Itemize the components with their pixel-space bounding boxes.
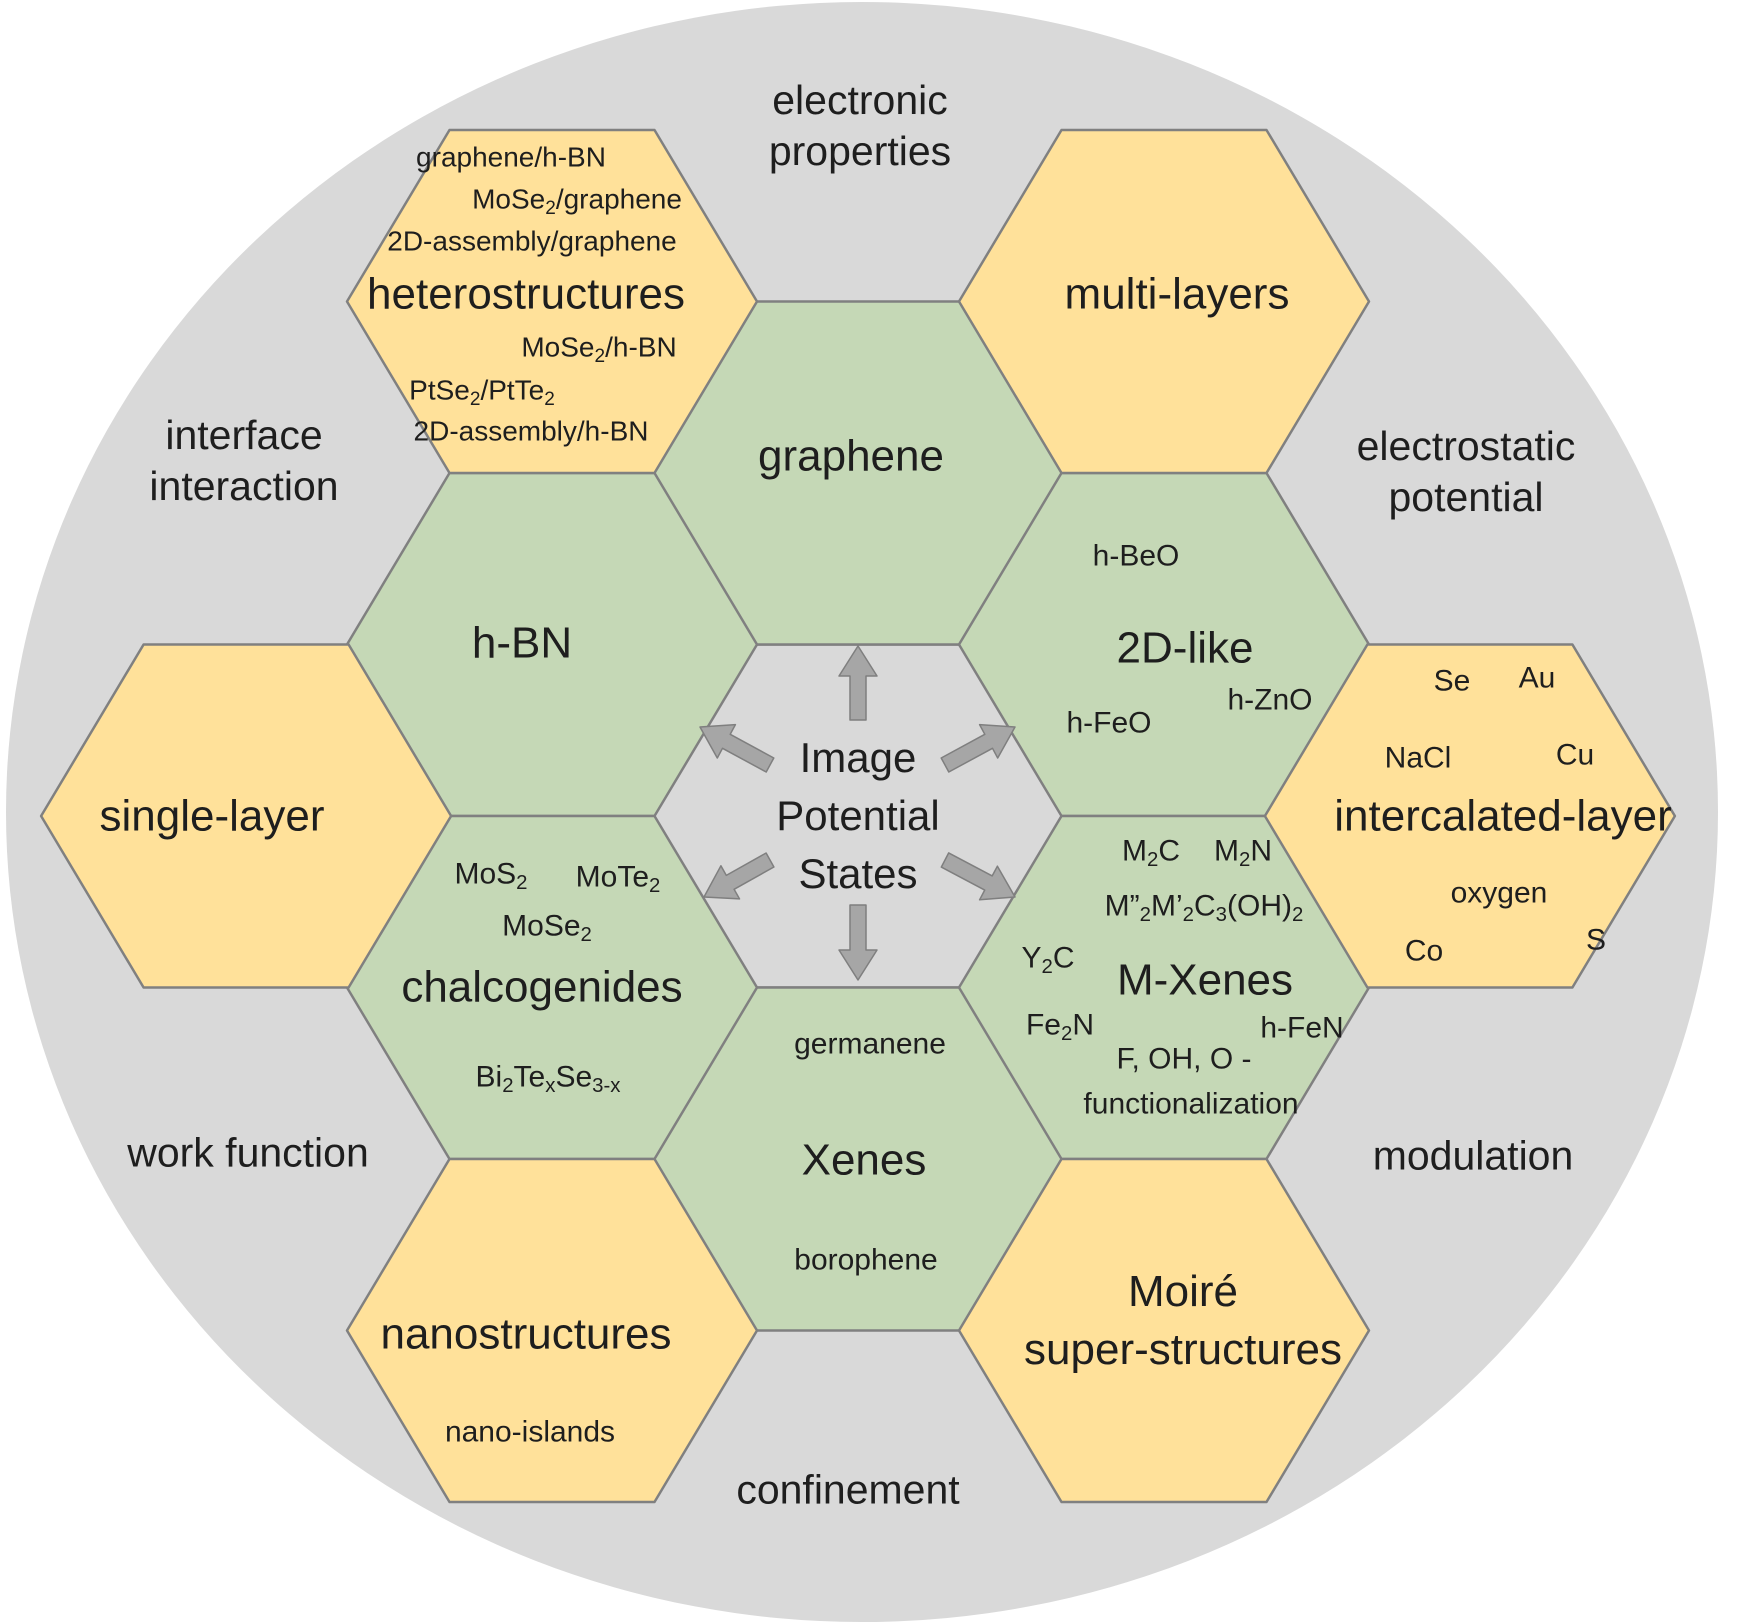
arrow-upper-left: [699, 723, 775, 773]
xenes-item-borophene: borophene: [794, 1243, 938, 1277]
mxene-item-m2c: M2C: [1121, 834, 1181, 871]
hex-multi-layers: [957, 128, 1371, 475]
intercalated-item-nacl: NaCl: [1384, 741, 1452, 775]
mxene-func-line2: functionalization: [1083, 1087, 1299, 1121]
hexagon-layer: [39, 128, 1677, 1504]
chalcogenide-item-mote2: MoTe2: [575, 860, 661, 897]
hetero-item-assembly-hbn: 2D-assembly/h-BN: [413, 415, 649, 447]
hex-single-layer: [39, 643, 453, 989]
intercalated-item-s: S: [1585, 923, 1607, 957]
hex-moire: [957, 1157, 1371, 1504]
moire-title: Moiré super-structures: [1024, 1267, 1342, 1374]
mxene-item-hfen: h-FeN: [1260, 1011, 1344, 1045]
hbn-title: h-BN: [471, 618, 573, 668]
arrow-layer: [699, 645, 1016, 981]
hetero-item-mose2-hbn: MoSe2/h-BN: [521, 331, 677, 367]
mxene-item-fe2n: Fe2N: [1025, 1008, 1095, 1045]
hetero-item-graphene-hbn: graphene/h-BN: [416, 141, 606, 173]
hetero-item-ptse2-ptte2: PtSe2/PtTe2: [409, 374, 555, 410]
label-work-function: work function: [127, 1129, 369, 1176]
arrow-down: [838, 904, 878, 981]
twod-like-title: 2D-like: [1116, 623, 1254, 673]
xenes-item-germanene: germanene: [794, 1027, 946, 1061]
arrow-lower-right: [940, 852, 1016, 901]
hetero-item-assembly-graphene: 2D-assembly/graphene: [387, 225, 677, 257]
mxene-item-complex: M”2M’2C3(OH)2: [1104, 889, 1304, 926]
twod-like-item-hbeo: h-BeO: [1092, 539, 1180, 573]
twod-like-item-hzno: h-ZnO: [1227, 683, 1313, 717]
multi-layers-title: multi-layers: [1064, 269, 1290, 319]
intercalated-item-oxygen: oxygen: [1450, 876, 1548, 910]
arrow-lower-left: [703, 852, 775, 900]
nanostructures-title: nanostructures: [380, 1309, 672, 1359]
heterostructures-title: heterostructures: [367, 269, 685, 319]
twod-like-item-hfeo: h-FeO: [1066, 706, 1152, 740]
chalcogenide-formula-bitese: Bi2TexSe3-x: [475, 1060, 621, 1097]
arrow-up: [838, 645, 878, 721]
chalcogenide-item-mos2: MoS2: [454, 857, 528, 894]
center-title: Image Potential States: [776, 734, 940, 897]
label-modulation: modulation: [1372, 1132, 1574, 1179]
graphene-title: graphene: [758, 431, 944, 481]
hex-intercalated-layer: [1263, 643, 1677, 989]
arrow-upper-right: [940, 723, 1016, 773]
label-interface-interaction: interface interaction: [149, 411, 339, 509]
label-electrostatic-potential: electrostatic potential: [1356, 422, 1576, 520]
intercalated-layer-title: intercalated-layer: [1334, 791, 1672, 841]
hex-nanostructures: [345, 1157, 759, 1504]
chalcogenides-title: chalcogenides: [401, 962, 683, 1012]
mxenes-title: M-Xenes: [1116, 955, 1294, 1005]
hetero-item-mose2-graphene: MoSe2/graphene: [472, 183, 682, 219]
mxene-item-m2n: M2N: [1213, 834, 1273, 871]
intercalated-item-au: Au: [1518, 661, 1556, 695]
nanostructures-item-nano-islands: nano-islands: [444, 1415, 616, 1449]
label-confinement: confinement: [736, 1466, 960, 1513]
mxene-item-y2c: Y2C: [1021, 941, 1075, 978]
intercalated-item-co: Co: [1404, 934, 1444, 968]
chalcogenide-item-mose2: MoSe2: [502, 909, 592, 946]
mxene-func-line1: F, OH, O -: [1116, 1042, 1252, 1076]
intercalated-item-cu: Cu: [1555, 738, 1595, 772]
intercalated-item-se: Se: [1433, 664, 1471, 698]
single-layer-title: single-layer: [99, 791, 325, 841]
hex-heterostructures: [345, 128, 759, 475]
xenes-title: Xenes: [801, 1135, 927, 1185]
label-electronic-properties: electronic properties: [768, 76, 952, 174]
